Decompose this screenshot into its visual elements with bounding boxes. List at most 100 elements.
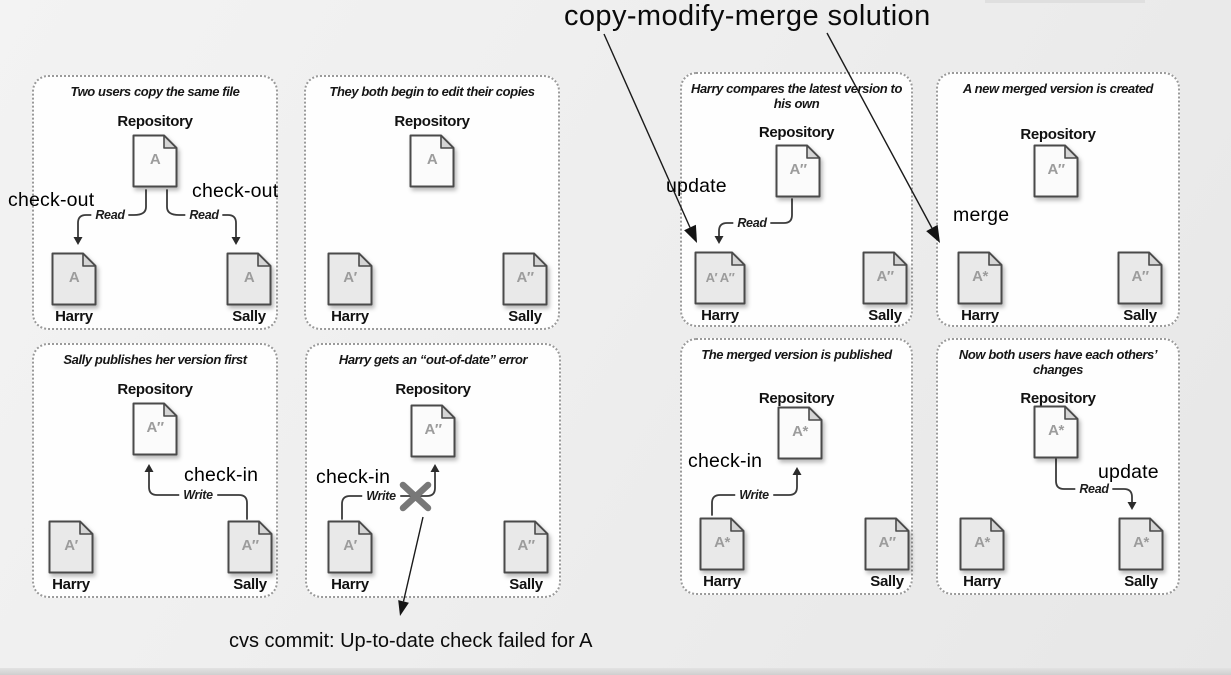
read-label: Read <box>91 208 129 222</box>
panel-title-line1: Two users copy the same file <box>70 84 240 99</box>
doc-letter: A″ <box>1047 161 1065 178</box>
harry-label: Harry <box>52 576 90 593</box>
repository-label: Repository <box>1020 390 1096 407</box>
sally-label: Sally <box>232 308 266 325</box>
harry-label: Harry <box>331 576 369 593</box>
bottom-edge-bar <box>0 668 1231 675</box>
main-title: copy-modify-merge solution <box>564 0 931 32</box>
panel-title-line2: others’ changes <box>1033 347 1158 377</box>
panel-title-line1: Harry gets an “out-of-date” error <box>338 352 528 367</box>
doc-letter: A′ A″ <box>705 270 735 285</box>
harry-label: Harry <box>701 307 739 324</box>
sally-label: Sally <box>508 308 542 325</box>
sally-label: Sally <box>509 576 543 593</box>
update-annotation-sally: update <box>1098 461 1159 483</box>
harry-label: Harry <box>961 307 999 324</box>
panel-title-line1: The merged version is published <box>701 347 892 362</box>
sally-label: Sally <box>1123 307 1157 324</box>
harry-label: Harry <box>703 573 741 590</box>
harry-document-icon: A* <box>959 517 1005 571</box>
doc-letter: A* <box>792 423 808 440</box>
panel-title: A new merged version is created <box>938 81 1178 96</box>
harry-label: Harry <box>963 573 1001 590</box>
repository-label: Repository <box>1020 126 1096 143</box>
panel-title: Harry gets an “out-of-date” error <box>307 352 559 367</box>
doc-letter: A* <box>972 268 988 285</box>
title-arrow-left-line <box>603 33 691 228</box>
panel-title: Harry compares the latest version to his… <box>682 81 911 111</box>
sally-document-icon: A″ <box>227 520 273 574</box>
harry-label: Harry <box>55 308 93 325</box>
doc-letter: A′ <box>343 269 357 286</box>
repository-document-icon: A <box>132 134 178 188</box>
sally-document-icon: A″ <box>503 520 549 574</box>
write-label: Write <box>735 488 773 502</box>
panel-title: They both begin to edit their copies <box>306 84 558 99</box>
repository-label: Repository <box>758 124 835 141</box>
panel-title: Two users copy the same file <box>34 84 276 99</box>
panel-merged-version-published: The merged version is published Reposito… <box>680 338 913 595</box>
repository-document-icon: A <box>409 134 455 188</box>
panel-both-edit: They both begin to edit their copies Rep… <box>304 75 560 330</box>
update-annotation-harry: update <box>666 175 727 197</box>
harry-document-icon: A′ <box>327 252 373 306</box>
cvs-error-caption: cvs commit: Up-to-date check failed for … <box>229 630 593 652</box>
sally-document-icon: A″ <box>862 251 908 305</box>
panel-title-line1: They both begin to edit their copies <box>329 84 535 99</box>
error-arrow-head <box>398 600 409 616</box>
repository-label: Repository <box>117 113 193 130</box>
sally-label: Sally <box>870 573 904 590</box>
panel-out-of-date-error: Harry gets an “out-of-date” error Reposi… <box>305 343 561 598</box>
repository-label: Repository <box>117 381 193 398</box>
harry-document-icon: A′ <box>327 520 373 574</box>
repository-document-icon: A″ <box>132 402 178 456</box>
doc-letter: A″ <box>878 534 896 551</box>
checkout-right-annotation: check-out <box>192 180 279 202</box>
harry-document-icon: A′ <box>48 520 94 574</box>
write-label: Write <box>362 489 400 503</box>
panel-title-line1: Harry compares the latest version <box>690 81 888 96</box>
panel-title-line1: A new merged version is created <box>962 81 1154 96</box>
sally-document-icon: A <box>226 252 272 306</box>
doc-letter: A <box>68 269 80 286</box>
sally-label: Sally <box>868 307 902 324</box>
repository-document-icon: A* <box>1033 405 1079 459</box>
panel-merged-version-created: A new merged version is created Reposito… <box>936 72 1180 327</box>
harry-document-icon: A′ A″ <box>694 251 746 305</box>
repository-document-icon: A″ <box>410 404 456 458</box>
doc-letter: A <box>149 151 161 168</box>
repository-document-icon: A″ <box>1033 144 1079 198</box>
panel-two-users-copy: Two users copy the same file Repository … <box>32 75 278 330</box>
harry-document-icon: A* <box>957 251 1003 305</box>
panel-harry-compares: Harry compares the latest version to his… <box>680 72 913 327</box>
panel-title-line1: Sally publishes her version first <box>63 352 247 367</box>
sally-document-icon: A″ <box>864 517 910 571</box>
harry-document-icon: A* <box>699 517 745 571</box>
repository-document-icon: A* <box>777 406 823 460</box>
doc-letter: A* <box>1048 422 1064 439</box>
merge-annotation: merge <box>953 204 1010 226</box>
read-label: Read <box>733 216 771 230</box>
sally-document-icon: A″ <box>1117 251 1163 305</box>
repository-label: Repository <box>758 390 835 407</box>
panel-title: Now both users have each others’ changes <box>938 347 1178 377</box>
doc-letter: A″ <box>876 268 894 285</box>
write-label: Write <box>179 488 217 502</box>
doc-letter: A″ <box>241 537 259 554</box>
read-label: Read <box>1075 482 1113 496</box>
checkin-annotation-harry: check-in <box>316 466 391 488</box>
doc-letter: A* <box>974 534 990 551</box>
harry-label: Harry <box>331 308 369 325</box>
repository-document-icon: A″ <box>775 144 821 198</box>
top-edge-artifact <box>985 0 1145 3</box>
doc-letter: A* <box>1133 534 1149 551</box>
doc-letter: A′ <box>343 537 357 554</box>
sally-label: Sally <box>1124 573 1158 590</box>
doc-letter: A* <box>714 534 730 551</box>
panel-sally-publishes: Sally publishes her version first Reposi… <box>32 343 278 598</box>
panel-title: The merged version is published <box>682 347 911 362</box>
doc-letter: A″ <box>146 419 164 436</box>
doc-letter: A′ <box>64 537 78 554</box>
read-label: Read <box>185 208 223 222</box>
